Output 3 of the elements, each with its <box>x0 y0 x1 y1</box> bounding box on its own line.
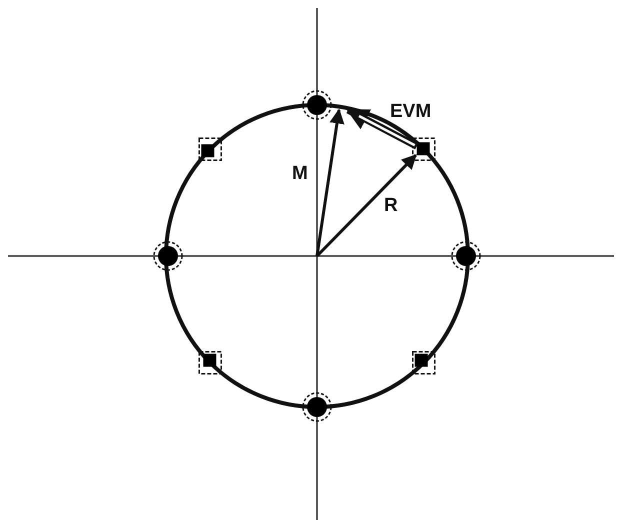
vector-label: R <box>384 196 398 215</box>
vector-label: EVM <box>390 102 432 121</box>
vector-label: M <box>292 164 308 183</box>
